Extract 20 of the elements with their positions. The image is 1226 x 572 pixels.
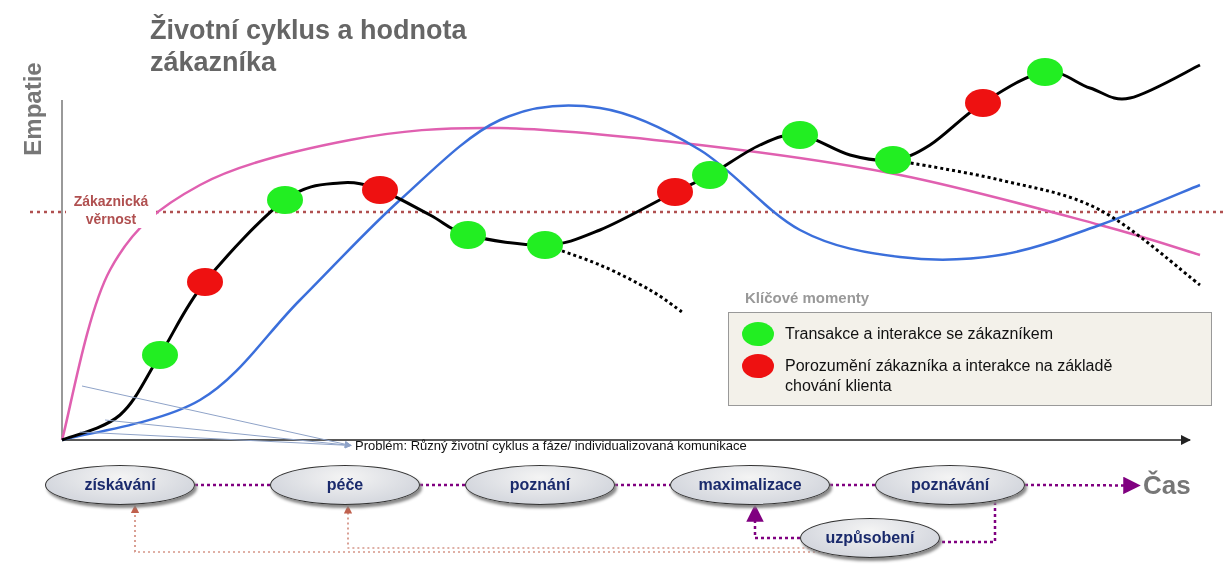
arrow — [746, 504, 800, 540]
arrow — [130, 504, 821, 553]
stage-ellipse: poznání — [465, 465, 615, 505]
stage-ellipse: poznávání — [875, 465, 1025, 505]
arrow — [1025, 476, 1141, 495]
legend-text: Porozumění zákazníka a interakce na základě chování klienta — [785, 356, 1114, 396]
stage-ellipse: uzpůsobení — [800, 518, 940, 558]
leader-line — [79, 431, 352, 449]
annotation-text: Problém: Různý životní cyklus a fáze/ individualizovaná komunikace — [355, 438, 747, 453]
leader-line — [81, 385, 352, 448]
reference-label: Zákaznická věrnost — [66, 192, 156, 228]
legend-text: Transakce a interakce se zákazníkem — [785, 324, 1054, 344]
title: Životní cyklus a hodnota zákazníka — [150, 14, 468, 78]
stage-ellipse: získávání — [45, 465, 195, 505]
axis-label: Čas — [1143, 470, 1191, 501]
legend-title: Klíčové momenty — [745, 289, 871, 306]
stage-ellipse: péče — [270, 465, 420, 505]
axis-title: Empatie — [19, 61, 47, 158]
stage-ellipse: maximalizace — [670, 465, 830, 505]
arrow — [343, 505, 810, 549]
